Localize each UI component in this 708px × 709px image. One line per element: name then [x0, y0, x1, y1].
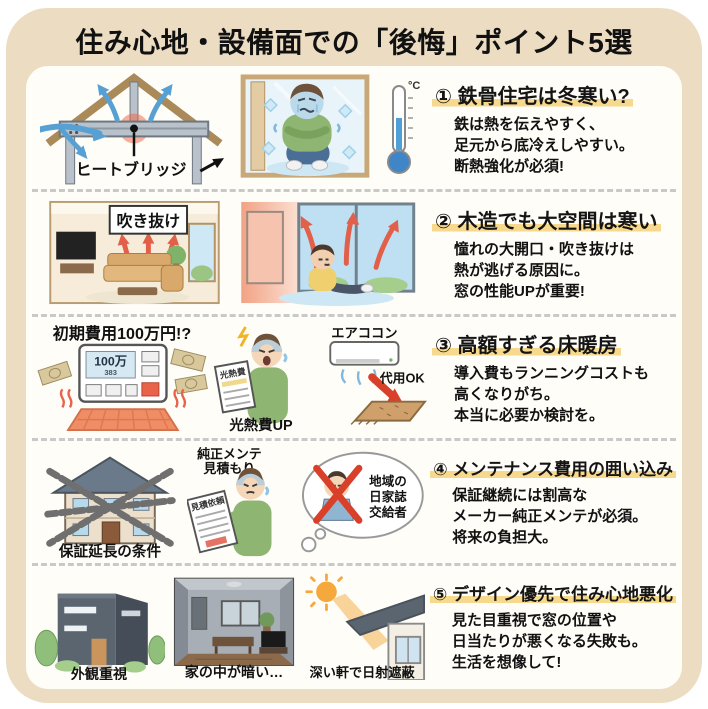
section-5-heading: ⑤ デザイン優先で住み心地悪化 — [429, 580, 676, 605]
page-title: 住み心地・設備面での「後悔」ポイント5選 — [75, 27, 633, 58]
section-design-priority: 外観重視 — [32, 566, 676, 687]
section-2-body-line: 熱が逃げる原因に。 — [454, 261, 590, 279]
section-5-text: ⑤ デザイン優先で住み心地悪化 見た目重視で窓の位置や 日当たりが悪くなる失敗も… — [428, 580, 676, 673]
section-4-body-line: メーカー純正メンテが必須。 — [452, 508, 648, 526]
floor-heating-cost-icon: 初期費用100万円!? 100万 — [36, 324, 208, 431]
lcd-sub: 383 — [104, 368, 117, 377]
section-3-number: ③ — [435, 335, 452, 358]
section-1-text: ① 鉄骨住宅は冬寒い? 鉄は熱を伝えやすく、 足元から底冷えしやすい。 断熱強化… — [430, 80, 676, 177]
section-1-body-line: 断熱強化が必須! — [454, 158, 564, 176]
section-5-body-line: 見た目重視で窓の位置や — [451, 611, 617, 629]
section-3-body-line: 導入費もランニングコストも — [454, 365, 650, 383]
section-3-body-line: 本当に必要か検討を。 — [454, 407, 605, 425]
section-maintenance: 保証延長の条件 純正メンテ 見積もり 見積依頼 — [32, 441, 676, 566]
section-2-text: ② 木造でも大空間は寒い 憧れの大開口・吹き抜けは 熱が逃げる原因に。 窓の性能… — [430, 205, 676, 302]
infographic-card: 住み心地・設備面での「後悔」ポイント5選 — [6, 8, 702, 703]
modern-exterior-house-icon: 外観重視 — [35, 593, 166, 680]
eaves-label: 深い軒で日射遮蔽 — [310, 664, 416, 680]
section-1-heading: ① 鉄骨住宅は冬寒い? — [432, 80, 676, 109]
deep-eaves-sun-icon: 深い軒で日射遮蔽 — [305, 573, 426, 680]
dark-inside-label: 家の中が暗い… — [185, 664, 283, 680]
section-2-illustrations: 吹き抜け — [32, 192, 430, 313]
heat-escaping-window-icon — [241, 201, 416, 306]
section-3-illustrations: 初期費用100万円!? 100万 — [32, 317, 430, 438]
bubble-text-line1: 地域の — [369, 473, 407, 488]
bill-title: 光熱費 — [218, 365, 247, 381]
warranty-label: 保証延長の条件 — [57, 542, 161, 559]
section-5-illustrations: 外観重視 — [32, 566, 428, 687]
section-5-body-line: 日当たりが悪くなる失敗も。 — [451, 632, 647, 650]
section-2-body-line: 窓の性能UPが重要! — [454, 282, 585, 300]
section-5-body-line: 生活を想像して! — [451, 653, 562, 671]
section-4-heading: ④ メンテナンス費用の囲い込み — [430, 455, 676, 480]
bubble-text-line3: 交給者 — [369, 504, 407, 519]
section-4-number: ④ — [433, 460, 448, 480]
section-floor-heating: 初期費用100万円!? 100万 — [32, 317, 676, 442]
thermometer-icon: °C — [386, 80, 420, 174]
section-steel-house: ヒートブリッジ — [32, 68, 676, 193]
lcd-amount: 100万 — [94, 354, 127, 368]
section-3-text: ③ 高額すぎる床暖房 導入費もランニングコストも 高くなりがち。 本当に必要か検… — [430, 329, 676, 426]
substitute-label: 代用OK — [378, 370, 424, 385]
atrium-label: 吹き抜け — [117, 211, 180, 230]
section-3-body-line: 高くなりがち。 — [454, 386, 560, 404]
section-1-body-line: 足元から底冷えしやすい。 — [454, 137, 634, 155]
section-5-number: ⑤ — [432, 584, 448, 604]
section-2-body-line: 憧れの大開口・吹き抜けは — [454, 240, 635, 258]
section-4-text: ④ メンテナンス費用の囲い込み 保証継続には割高な メーカー純正メンテが必須。 … — [428, 455, 676, 548]
utility-bill-person-icon: 光熱費 光熱費UP — [213, 325, 293, 433]
content-panel: ヒートブリッジ — [26, 66, 682, 689]
bubble-text-line2: 日家誌 — [369, 489, 407, 504]
section-2-number: ② — [435, 210, 452, 233]
dark-interior-icon: 家の中が暗い… — [173, 577, 294, 680]
cold-person-window-icon — [240, 74, 370, 178]
section-1-illustrations: ヒートブリッジ — [32, 68, 430, 189]
exterior-label: 外観重視 — [71, 666, 127, 680]
section-1-number: ① — [435, 86, 452, 109]
section-4-body-line: 保証継続には割高な — [452, 487, 588, 505]
atrium-living-room-icon: 吹き抜け — [49, 200, 220, 304]
heat-bridge-diagram-icon: ヒートブリッジ — [39, 73, 224, 185]
section-4-illustrations: 保証延長の条件 純正メンテ 見積もり 見積依頼 — [32, 441, 428, 562]
estimate-person-icon: 純正メンテ 見積もり 見積依頼 — [187, 447, 272, 557]
no-local-contractor-bubble-icon: 地域の 日家誌 交給者 — [300, 451, 424, 553]
aircon-substitute-icon: エアココン 代用OK — [328, 325, 427, 425]
section-2-heading: ② 木造でも大空間は寒い — [432, 205, 676, 234]
estimate-label-line1: 純正メンテ — [197, 447, 262, 462]
heat-bridge-label: ヒートブリッジ — [75, 160, 186, 179]
section-4-body-line: 将来の負担大。 — [452, 529, 558, 547]
initial-cost-label: 初期費用100万円!? — [52, 324, 190, 343]
chained-house-icon: 保証延長の条件 — [43, 456, 176, 559]
celsius-label: °C — [408, 80, 420, 92]
utility-up-label: 光熱費UP — [228, 415, 293, 432]
section-1-body-line: 鉄は熱を伝えやすく、 — [454, 116, 605, 134]
aircon-label: エアココン — [331, 325, 397, 340]
section-3-heading: ③ 高額すぎる床暖房 — [432, 329, 676, 358]
section-large-space: 吹き抜け — [32, 192, 676, 317]
